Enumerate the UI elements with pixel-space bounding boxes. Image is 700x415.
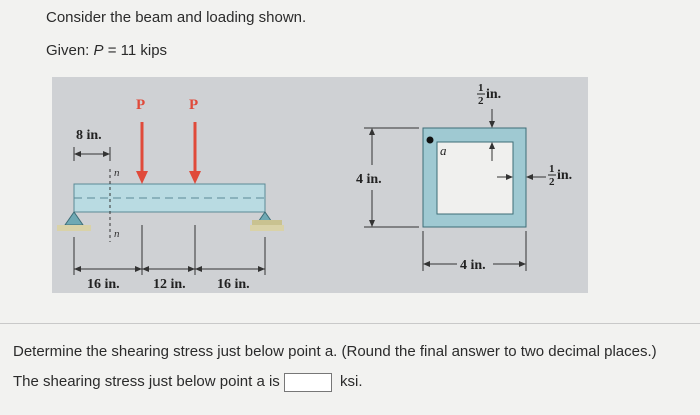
dim-8in-arrow-left [74, 151, 81, 157]
dim-width-arrow-left [423, 261, 430, 267]
right-support-base [250, 225, 284, 231]
half-num-top: 1 [478, 82, 484, 94]
question-intro: Consider the beam and loading shown. [46, 9, 307, 26]
half-den-top: 2 [478, 95, 484, 107]
half-top-arrow-down-head [489, 121, 495, 128]
dim-span-arrow-3 [142, 266, 149, 272]
dim-4in-height-label: 4 in. [356, 172, 382, 187]
half-den-right: 2 [549, 176, 555, 188]
dim-16in-left-label: 16 in. [87, 277, 120, 292]
half-unit-right: in. [557, 168, 572, 183]
dim-span-arrow-4 [188, 266, 195, 272]
dim-span-arrow-2 [135, 266, 142, 272]
dim-height-arrow-bottom [369, 220, 375, 227]
section-mark-top: n [114, 167, 120, 179]
half-right-arrow-in-head [506, 174, 513, 180]
half-right-arrow-out-head [526, 174, 533, 180]
given-var: P [93, 42, 104, 59]
half-top-arrow-up-head [489, 142, 495, 149]
half-unit-top: in. [486, 87, 501, 102]
answer-unit: ksi. [340, 373, 363, 390]
load-label-1: P [136, 97, 145, 113]
given-value: = 11 kips [103, 42, 168, 59]
right-support-rollers [252, 220, 282, 225]
section-divider [0, 323, 700, 324]
answer-input[interactable] [284, 373, 332, 392]
load-arrow-2-head [189, 171, 201, 184]
point-a-dot [426, 136, 434, 144]
load-arrow-1-head [136, 171, 148, 184]
dim-8in-arrow-right [103, 151, 110, 157]
dim-span-arrow-6 [258, 266, 265, 272]
beam-figure: n n 8 in. P P 16 in. 12 in. 16 in. a 4 i… [52, 77, 588, 293]
dim-height-arrow-top [369, 128, 375, 135]
section-inner [436, 141, 514, 215]
section-mark-bottom: n [114, 228, 120, 240]
dim-4in-width-label: 4 in. [460, 258, 486, 273]
answer-prefix: The shearing stress just below point a i… [13, 373, 280, 390]
dim-12in-label: 12 in. [153, 277, 186, 292]
left-support-base [57, 225, 91, 231]
given-prefix: Given: [46, 42, 94, 59]
dim-16in-right-label: 16 in. [217, 277, 250, 292]
dim-span-arrow-1 [74, 266, 81, 272]
half-num-right: 1 [549, 163, 555, 175]
point-a-label: a [440, 143, 447, 158]
beam-figure-svg: n n 8 in. P P 16 in. 12 in. 16 in. a 4 i… [57, 82, 572, 292]
dim-span-arrow-5 [195, 266, 202, 272]
task-text: Determine the shearing stress just below… [13, 343, 657, 360]
left-support [64, 211, 84, 226]
given-line: Given: P = 11 kips [46, 42, 167, 59]
dim-8in-label: 8 in. [76, 128, 102, 143]
load-label-2: P [189, 97, 198, 113]
dim-width-arrow-right [519, 261, 526, 267]
